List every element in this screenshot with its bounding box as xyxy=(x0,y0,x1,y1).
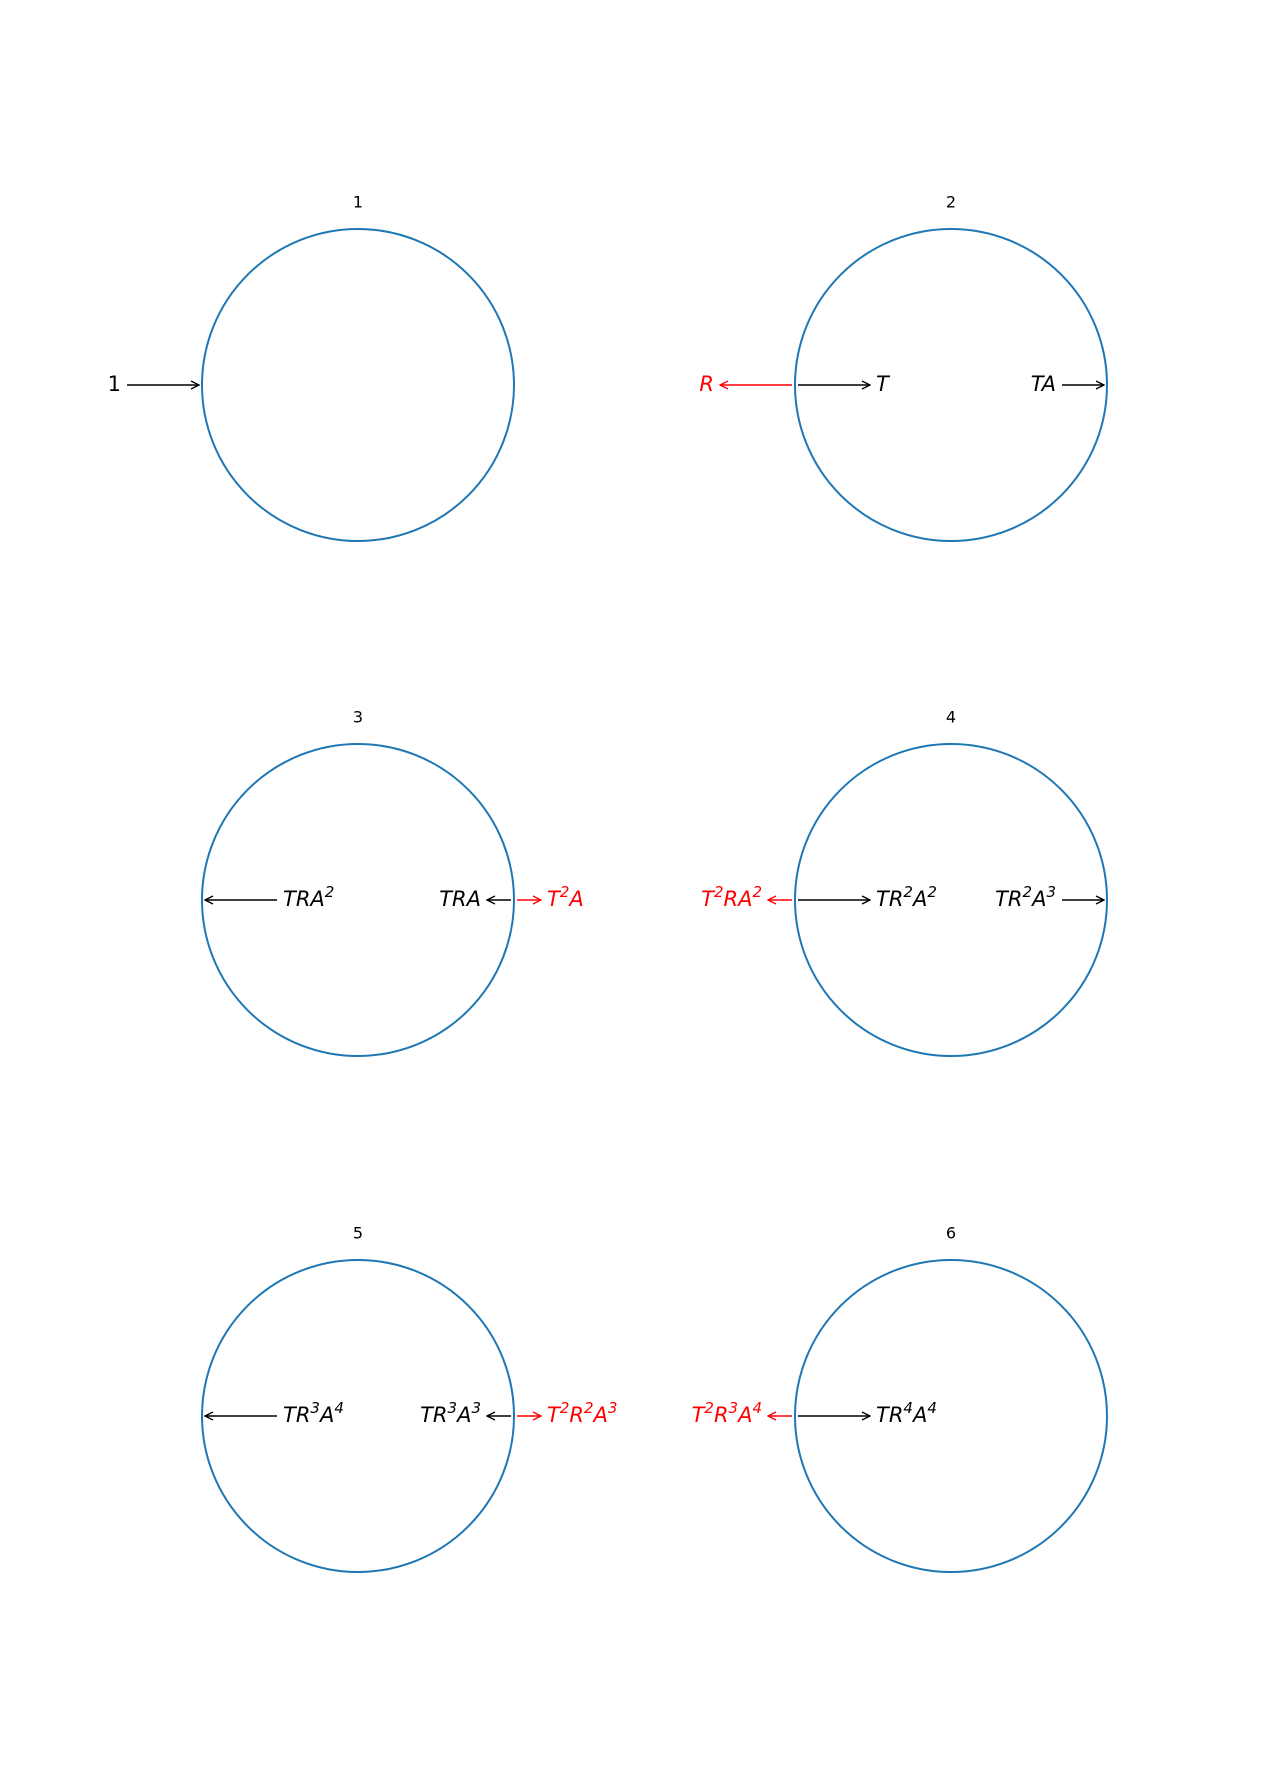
sphere-circle xyxy=(794,228,1108,542)
ray-label: R xyxy=(699,372,714,396)
ray-label: T2RA2 xyxy=(701,883,762,912)
sphere-circle xyxy=(794,1259,1108,1573)
ray-label: T2R3A4 xyxy=(692,1399,762,1428)
panel-1: 11 xyxy=(108,193,515,542)
ray-label: T2A xyxy=(547,883,584,912)
ray-label: TR4A4 xyxy=(876,1399,937,1428)
panel-title: 6 xyxy=(946,1224,956,1243)
panel-title: 1 xyxy=(353,193,363,212)
sphere-circle xyxy=(201,743,515,1057)
ray-label: TR2A3 xyxy=(995,883,1056,912)
sphere-circle xyxy=(201,228,515,542)
sphere-circle xyxy=(201,1259,515,1573)
ray-label: TRA xyxy=(439,887,481,911)
sphere-circle xyxy=(794,743,1108,1057)
ray-label: TRA2 xyxy=(283,883,334,912)
ray-label: T2R2A3 xyxy=(547,1399,617,1428)
ray-label: TR3A4 xyxy=(283,1399,344,1428)
panel-title: 5 xyxy=(353,1224,363,1243)
panel-title: 2 xyxy=(946,193,956,212)
panel-2: 2R T TA xyxy=(699,193,1108,542)
panel-title: 4 xyxy=(946,708,956,727)
ray-label: TR3A3 xyxy=(420,1399,481,1428)
ray-label: T xyxy=(876,372,891,396)
ray-label: TA xyxy=(1031,372,1056,396)
ray-label: TR2A2 xyxy=(876,883,937,912)
panel-title: 3 xyxy=(353,708,363,727)
ray-label: 1 xyxy=(108,372,121,396)
